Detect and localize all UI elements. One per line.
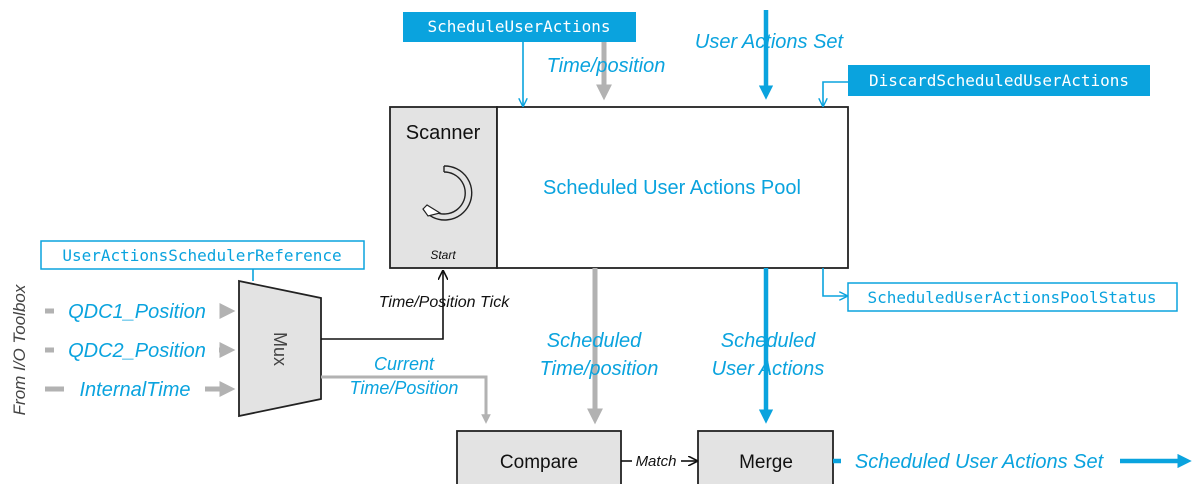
- scheduled-user-actions-pool-status-command: ScheduledUserActionsPoolStatus: [847, 282, 1178, 312]
- schedule-user-actions-command: ScheduleUserActions: [403, 12, 636, 42]
- scanner-block: Scanner Start: [389, 106, 498, 269]
- user-actions-scheduler-reference-label: UserActionsSchedulerReference: [62, 246, 341, 265]
- from-io-toolbox-label: From I/O Toolbox: [10, 284, 29, 415]
- refresh-cycle-icon: [422, 165, 473, 221]
- scheduled-time-position-label: Time/position: [540, 358, 659, 380]
- pool-status-label: ScheduledUserActionsPoolStatus: [868, 288, 1157, 307]
- mux-label: Mux: [270, 332, 290, 366]
- qdc1-position-label: QDC1_Position: [68, 301, 206, 323]
- time-position-tick-arrow: [321, 272, 443, 340]
- discard-scheduled-user-actions-command: DiscardScheduledUserActions: [848, 65, 1150, 96]
- schedule-user-actions-label: ScheduleUserActions: [427, 17, 610, 36]
- discard-scheduled-user-actions-label: DiscardScheduledUserActions: [869, 71, 1129, 90]
- current-label: Current: [374, 354, 435, 374]
- pool-title: Scheduled User Actions Pool: [543, 177, 801, 199]
- scheduled-ua-label-2: User Actions: [712, 358, 825, 380]
- merge-label: Merge: [739, 452, 793, 473]
- current-time-arrow: [321, 375, 491, 424]
- scanner-title: Scanner: [406, 122, 481, 144]
- internal-time-label: InternalTime: [80, 379, 191, 401]
- compare-block: Compare: [456, 430, 622, 484]
- match-label: Match: [636, 453, 677, 470]
- scanner-start-label: Start: [430, 248, 456, 262]
- user-actions-scheduler-reference-command: UserActionsSchedulerReference: [40, 240, 365, 270]
- merge-block: Merge: [697, 430, 834, 484]
- compare-label: Compare: [500, 452, 578, 473]
- scheduled-label: Scheduled: [547, 330, 642, 352]
- current-time-position-label: Time/Position: [350, 378, 459, 398]
- scheduled-user-actions-pool: Scheduled User Actions Pool: [496, 106, 849, 269]
- pool-status-arrow: [822, 268, 846, 296]
- qdc2-position-label: QDC2_Position: [68, 340, 206, 362]
- scheduled-ua-label-1: Scheduled: [721, 330, 816, 352]
- time-position-label: Time/position: [547, 55, 666, 77]
- user-actions-set-label: User Actions Set: [695, 31, 845, 53]
- discard-command-arrow: [823, 81, 848, 105]
- mux-block: Mux: [238, 279, 322, 418]
- time-position-tick-label: Time/Position Tick: [379, 294, 510, 311]
- scheduled-user-actions-set-label: Scheduled User Actions Set: [855, 451, 1105, 473]
